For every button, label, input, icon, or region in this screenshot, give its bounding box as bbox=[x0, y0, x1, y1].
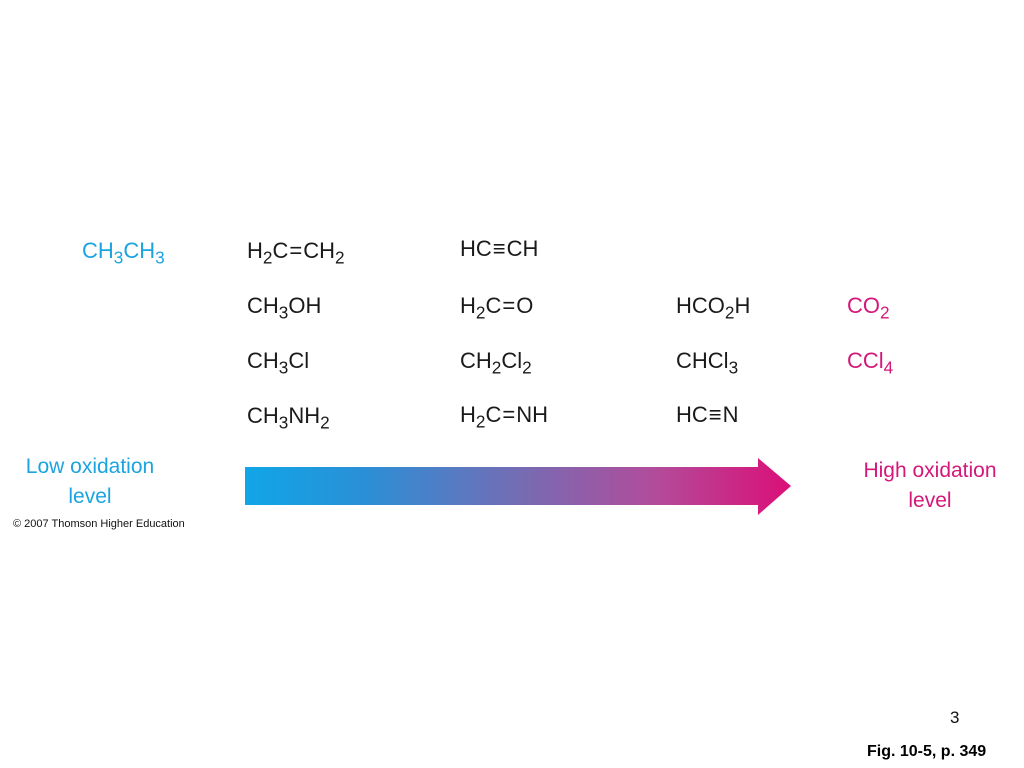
copyright-notice: © 2007 Thomson Higher Education bbox=[13, 518, 185, 530]
formula-hydrogen-cyanide: HC≡N bbox=[676, 402, 739, 427]
low-oxidation-label: Low oxidation level bbox=[4, 452, 176, 512]
formula-formaldehyde: H2C=O bbox=[460, 293, 534, 323]
formula-chloroform: CHCl3 bbox=[676, 348, 739, 378]
figure-caption: Fig. 10-5, p. 349 bbox=[867, 743, 987, 760]
high-oxidation-line2: level bbox=[908, 489, 952, 512]
oxidation-gradient-arrow bbox=[245, 458, 791, 515]
formula-dichloromethane: CH2Cl2 bbox=[460, 348, 532, 378]
formula-chloromethane: CH3Cl bbox=[247, 348, 310, 378]
slide-number: 3 bbox=[950, 708, 960, 727]
low-oxidation-line1: Low oxidation bbox=[25, 455, 155, 478]
high-oxidation-line1: High oxidation bbox=[863, 459, 997, 482]
formula-carbon-dioxide: CO2 bbox=[847, 293, 890, 323]
formula-methylamine: CH3NH2 bbox=[247, 403, 330, 433]
formula-formic-acid: HCO2H bbox=[676, 293, 751, 323]
low-oxidation-line2: level bbox=[68, 485, 112, 508]
formula-carbon-tetrachloride: CCl4 bbox=[847, 348, 894, 378]
arrow-shape bbox=[245, 458, 791, 515]
formula-ethylene: H2C=CH2 bbox=[247, 238, 345, 268]
formula-ethane: CH3CH3 bbox=[82, 238, 165, 268]
formula-methanimine: H2C=NH bbox=[460, 402, 548, 432]
high-oxidation-label: High oxidation level bbox=[838, 456, 1022, 516]
formula-acetylene: HC≡CH bbox=[460, 236, 539, 261]
formula-methanol: CH3OH bbox=[247, 293, 322, 323]
